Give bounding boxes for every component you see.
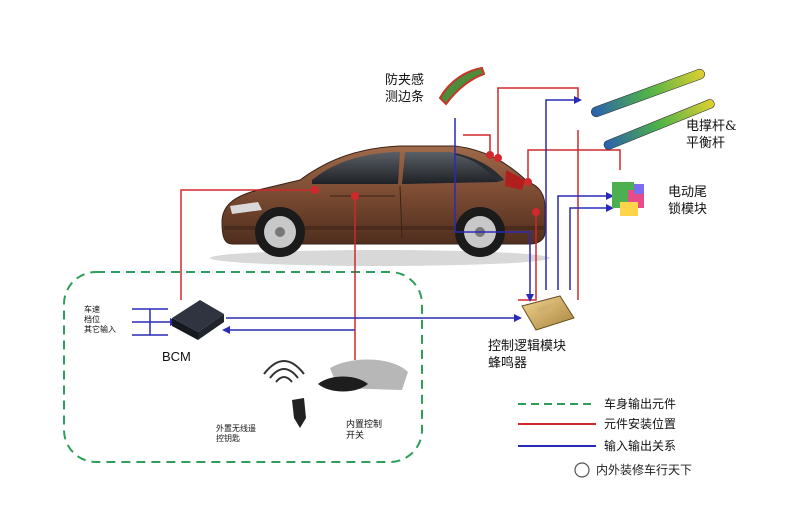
strut-icon <box>591 68 715 150</box>
install-dot <box>351 192 359 200</box>
install-dot <box>311 186 319 194</box>
logic-module-label: 控制逻辑模块 蜂鸣器 <box>488 339 567 371</box>
bcm-inputs-label: 车速 档位 其它输入 <box>84 305 116 334</box>
strut-label: 电撑杆& 平衡杆 <box>686 119 737 151</box>
inner-switch-icon <box>318 359 408 392</box>
wechat-icon <box>574 462 590 478</box>
bcm-module-icon <box>172 300 224 340</box>
io-lines <box>132 96 614 336</box>
latch-label: 电动尾 锁模块 <box>668 185 708 217</box>
logic-module-icon <box>521 295 575 331</box>
legend-text-io-relation: 输入输出关系 <box>604 439 677 453</box>
remote-key-icon <box>263 360 306 428</box>
install-dot <box>532 208 540 216</box>
watermark-text: 内外装修车行天下 <box>596 463 693 477</box>
install-position-lines <box>180 87 621 360</box>
body-output-region <box>63 271 423 463</box>
legend-text-body-output: 车身输出元件 <box>604 397 677 411</box>
remote-key-label: 外置无线遥 控钥匙 <box>216 424 256 443</box>
bcm-label: BCM <box>162 349 191 364</box>
anti-pinch-label: 防夹感 测边条 <box>385 73 425 105</box>
legend-text-install-position: 元件安装位置 <box>604 417 677 431</box>
install-dot <box>524 178 532 186</box>
inner-switch-label: 内置控制 开关 <box>346 420 383 441</box>
anti-pinch-strip-icon <box>438 66 486 106</box>
car-illustration <box>210 145 550 266</box>
install-dot <box>486 151 494 159</box>
install-dot <box>494 154 502 162</box>
latch-module-icon <box>612 182 644 216</box>
